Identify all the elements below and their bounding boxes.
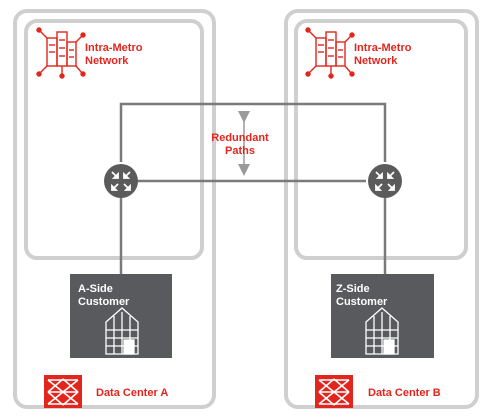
network-server-icon	[36, 27, 86, 79]
redundant-paths-label: Redundant Paths	[211, 132, 269, 157]
network-server-icon	[305, 27, 355, 79]
building-icon	[365, 307, 399, 355]
data-center-b-outline	[284, 9, 479, 409]
a-side-customer-label: A-Side Customer	[78, 283, 130, 308]
intra-metro-network-b-label: Intra-Metro Network	[354, 42, 412, 67]
intra-metro-network-a-label: Intra-Metro Network	[85, 42, 143, 67]
a-side-customer-box	[70, 274, 172, 358]
router-icon	[368, 164, 402, 198]
intra-metro-network-b-outline	[294, 19, 468, 260]
redundant-path-top	[119, 102, 387, 162]
router-icon	[104, 164, 138, 198]
z-side-customer-label: Z-Side Customer	[336, 283, 388, 308]
data-center-mesh-icon	[315, 375, 353, 408]
data-center-mesh-icon	[44, 375, 82, 408]
intra-metro-network-a-outline	[24, 19, 204, 260]
data-center-a-outline	[13, 9, 216, 409]
building-icon	[105, 307, 139, 355]
data-center-b-label: Data Center B	[368, 387, 441, 399]
data-center-a-label: Data Center A	[96, 387, 169, 399]
